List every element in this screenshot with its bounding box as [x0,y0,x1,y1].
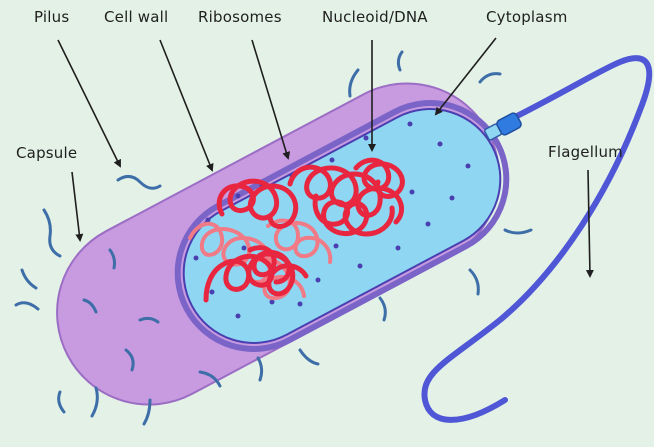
pilus [59,392,64,412]
ribosome [426,222,431,227]
ribosome [210,290,215,295]
ribosome [450,196,455,201]
ribosomes-leader [252,40,288,158]
capsule-label: Capsule [16,144,77,162]
pilus [44,210,60,256]
pilus [300,350,318,364]
pilus [92,388,97,416]
pilus [480,74,500,82]
pilus [118,176,160,188]
ribosome [438,142,443,147]
cell-wall-label: Cell wall [104,8,168,26]
pilus [22,270,36,288]
pilus-label: Pilus [34,8,69,26]
flagellum-motor [484,112,522,141]
pilus [16,303,38,309]
pilus [258,358,262,380]
ribosome [298,302,303,307]
ribosome [408,122,413,127]
capsule-leader [72,172,80,240]
cell-wall-leader [160,40,212,170]
ribosome [330,158,335,163]
ribosome [316,278,321,283]
ribosome [236,194,241,199]
ribosome [364,136,369,141]
ribosome [358,264,363,269]
pilus [398,52,402,70]
ribosome [466,164,471,169]
ribosome [242,246,247,251]
pilus [470,270,478,294]
ribosome [410,190,415,195]
ribosome [270,300,275,305]
pilus [380,298,385,320]
ribosome [236,314,241,319]
pilus [505,230,531,233]
ribosome [396,246,401,251]
cytoplasm-label: Cytoplasm [486,8,568,26]
ribosome [194,256,199,261]
ribosomes-label: Ribosomes [198,8,282,26]
flagellum-label: Flagellum [548,143,623,161]
pilus [350,70,358,96]
nucleoid-label: Nucleoid/DNA [322,8,428,26]
flagellum-leader [588,170,590,276]
ribosome [334,244,339,249]
